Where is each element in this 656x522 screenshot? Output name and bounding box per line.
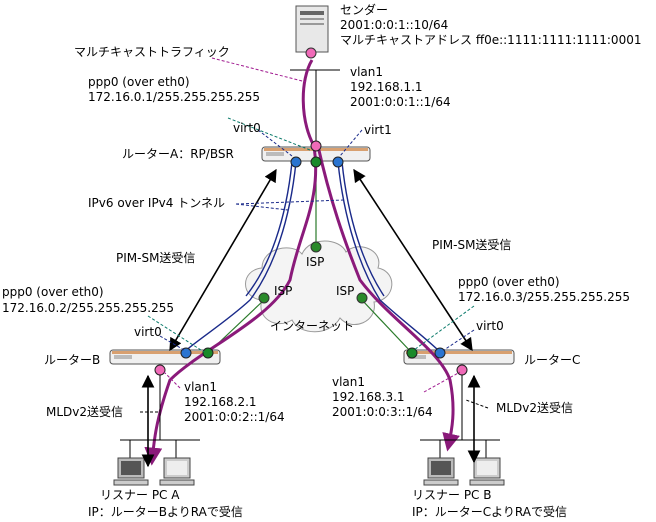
router-a-vlan-ipv6: 2001:0:0:1::1/64 [350,95,451,109]
router-c-virt0-port [434,347,446,359]
router-a-virt0-label: virt0 [233,121,261,135]
router-b-vlan-ipv6: 2001:0:0:2::1/64 [184,410,285,424]
pc-a-icon [113,457,149,486]
router-c-ppp0-address: 172.16.0.3/255.255.255.255 [458,290,630,304]
router-b-virt0-label: virt0 [134,325,162,339]
listener-b-ip: IP：ルーターCよりRAで受信 [412,505,567,519]
pc-b-icon [423,457,459,486]
pc-a2-icon [159,457,195,486]
server-multicast-address: マルチキャストアドレス ff0e::1111:1111:1111:0001 [340,33,641,47]
isp-port-right [356,292,368,304]
router-a-virt1-label: virt1 [364,123,392,137]
router-c-label: ルーターC [524,353,580,367]
isp-port-top [310,241,322,253]
router-a-vlan1-port [310,140,322,152]
server-address: 2001:0:0:1::10/64 [340,18,448,32]
isp-label-right: ISP [336,284,354,298]
router-c-virt0-label: virt0 [476,319,504,333]
isp-label-top: ISP [306,255,324,269]
listener-a-ip: IP：ルーターBよりRAで受信 [88,505,243,519]
router-c-device [403,349,515,365]
router-b-ppp0-label: ppp0 (over eth0) [2,285,104,299]
server-icon [295,5,329,53]
router-a-ppp0-port [310,156,322,168]
mld-left-label: MLDv2送受信 [46,404,123,419]
router-a-label: ルーターA：RP/BSR [122,147,234,161]
router-b-vlan1-port [154,364,166,376]
router-a-vlan-label: vlan1 [350,65,383,79]
router-b-vlan-ipv4: 192.168.2.1 [184,395,257,409]
router-a-virt1-port [332,156,344,168]
pc-b2-icon [469,457,505,486]
router-a-ppp0-label: ppp0 (over eth0) [88,75,190,89]
listener-a-label: リスナー PC A [100,488,180,502]
router-c-vlan1-port [456,364,468,376]
server-label: センダー [340,2,388,17]
pim-right-label: PIM-SM送受信 [432,237,511,252]
internet-label: インターネット [270,319,354,333]
router-c-vlan-label: vlan1 [332,375,365,389]
router-b-vlan-label: vlan1 [184,380,217,394]
router-b-label: ルーターB [44,353,100,367]
server-port [305,47,317,59]
router-a-virt0-port [290,156,302,168]
isp-label-left: ISP [274,284,292,298]
pim-left-label: PIM-SM送受信 [116,250,195,265]
router-a-ppp0-address: 172.16.0.1/255.255.255.255 [88,90,260,104]
router-b-ppp0-address: 172.16.0.2/255.255.255.255 [2,301,174,315]
router-c-vlan-ipv6: 2001:0:0:3::1/64 [332,405,433,419]
leader-lines [140,57,489,413]
multicast-traffic-label: マルチキャストトラフィック [74,45,230,59]
tunnel-label: IPv6 over IPv4 トンネル [88,196,225,210]
isp-port-left [258,292,270,304]
pim-arrow-left [169,168,277,352]
router-b-ppp0-port [202,347,214,359]
router-c-ppp0-label: ppp0 (over eth0) [458,275,560,289]
pim-arrow-right [353,168,473,352]
router-c-vlan-ipv4: 192.168.3.1 [332,390,405,404]
listener-b-label: リスナー PC B [412,488,491,502]
mld-right-label: MLDv2送受信 [496,400,573,415]
router-a-vlan-ipv4: 192.168.1.1 [350,80,423,94]
